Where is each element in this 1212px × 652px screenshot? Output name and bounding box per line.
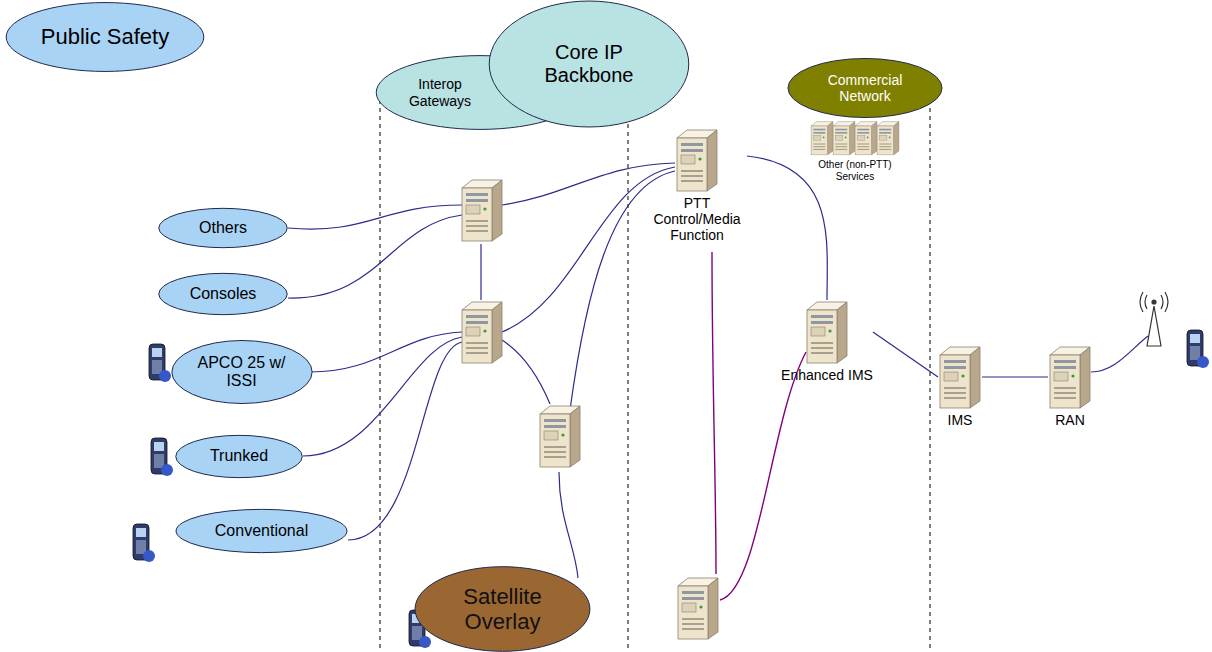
node-text-group: Others [199,219,247,237]
server-node: Enhanced IMS [781,300,873,383]
region-ellipse: Public Safety [5,2,205,72]
node-text-group: Interop Gateways [405,76,475,108]
purple-links [712,252,806,600]
server-icon [1048,345,1092,409]
phones [133,330,1209,648]
network-ellipse: Consoles [158,273,288,315]
region-ellipse: Core IP Backbone [488,0,690,128]
node-label: Consoles [190,285,257,303]
divider-lines [380,92,930,652]
server-icon [876,120,900,156]
region-ellipse: Satellite Overlay [414,566,591,652]
node-label: Core IP Backbone [537,41,642,87]
connector [747,156,827,300]
server-icons [1048,345,1092,409]
gateway-server [540,406,580,467]
node-text-group: APCO 25 w/ ISSI [197,354,287,391]
node-label: Commercial Network [815,72,915,104]
server-icons [675,128,719,192]
node-label: IMS [948,412,973,428]
server-icon [854,120,878,156]
node-text-group: PTT Control/Media Function [647,195,747,243]
handset-icon [1187,330,1209,368]
node-text-group: Trunked [210,447,268,465]
server-icon [805,300,849,364]
server-icons [805,300,849,364]
handset-icon [149,344,171,382]
antenna [1140,292,1168,346]
server-icon [675,128,719,192]
network-ellipse: Trunked [175,435,303,478]
gateway-server [462,180,502,241]
server-node: PTT Control/Media Function [647,128,747,243]
server-icons [810,120,900,156]
node-label: Other (non-PTT) Services [810,159,900,182]
region-ellipse: Commercial Network [787,58,943,118]
node-label: Conventional [215,522,308,540]
handset-icon [133,524,155,562]
server-icon [810,120,834,156]
node-label: Enhanced IMS [781,367,873,383]
server-icon [938,345,982,409]
node-label: Public Safety [41,24,169,49]
connector [873,332,938,377]
network-ellipse: Conventional [175,509,348,553]
node-text-group: Consoles [190,285,257,303]
gateway-server [462,302,502,363]
node-label: Satellite Overlay [445,584,560,635]
server-node: IMS [938,345,982,428]
node-text-group: RAN [1055,412,1085,428]
node-label: RAN [1055,412,1085,428]
node-label: Others [199,219,247,237]
node-label: PTT Control/Media Function [647,195,747,243]
node-label: Interop Gateways [405,76,475,108]
node-text-group: Commercial Network [815,72,915,104]
handset-icon [151,438,173,476]
link-lines [288,163,1148,578]
server-node: RAN [1048,345,1092,428]
media-server [678,578,718,639]
node-label: Trunked [210,447,268,465]
server-icon [832,120,856,156]
node-text-group: Core IP Backbone [537,41,642,87]
network-ellipse: Others [158,208,288,248]
node-text-group: Public Safety [41,24,169,49]
connector [982,377,1048,378]
network-ellipse: APCO 25 w/ ISSI [171,340,313,404]
node-text-group: Satellite Overlay [445,584,560,635]
node-text-group: Enhanced IMS [781,367,873,383]
node-label: APCO 25 w/ ISSI [197,354,287,391]
server-icons [938,345,982,409]
server-group: Other (non-PTT) Services [810,120,900,182]
node-text-group: Other (non-PTT) Services [810,159,900,182]
node-text-group: Conventional [215,522,308,540]
node-text-group: IMS [948,412,973,428]
